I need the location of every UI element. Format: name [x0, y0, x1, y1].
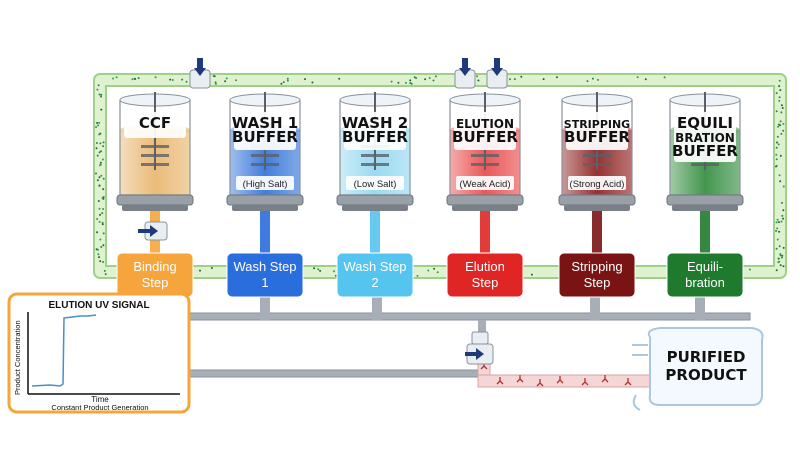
step-label-line: 1 [261, 275, 268, 290]
valve-icon [189, 58, 211, 89]
tank-subtitle: (Weak Acid) [459, 179, 510, 190]
product-line [477, 359, 651, 388]
feed-pipe [592, 211, 602, 255]
step-label-line: Step [142, 275, 169, 290]
tank-title-line: BUFFER [672, 142, 738, 160]
tank-subtitle: (Strong Acid) [570, 179, 625, 190]
chart-title: ELUTION UV SIGNAL [48, 300, 149, 311]
chart-xlabel: Time [91, 395, 109, 404]
feed-pipe [480, 211, 490, 255]
tank-title-line: BUFFER [342, 128, 408, 146]
feed-pipe [370, 211, 380, 255]
valve-icon [486, 58, 508, 89]
chart-ylabel: Product Concentration [13, 320, 22, 395]
step-label-line: Step [472, 275, 499, 290]
tank-title-line: WASH 2 [342, 114, 409, 132]
tank-title-line: STRIPPING [564, 118, 630, 131]
bag-label-line-2: PRODUCT [665, 366, 747, 384]
tank-subtitle: (High Salt) [243, 179, 288, 190]
tank-title-line: BUFFER [232, 128, 298, 146]
step-label-line: Binding [133, 259, 176, 274]
purified-product-bag: PURIFIED PRODUCT [632, 327, 764, 411]
feed-pipe [700, 211, 710, 255]
tank-title-line: BUFFER [564, 128, 630, 146]
step-label-line: Step [584, 275, 611, 290]
step-label-line: Equili- [687, 259, 723, 274]
step-label-line: 2 [371, 275, 378, 290]
step-label-line: bration [685, 275, 725, 290]
elution-uv-chart: ELUTION UV SIGNAL Product Concentration … [7, 292, 191, 414]
feed-pipe [260, 211, 270, 255]
step-label-line: Stripping [571, 259, 622, 274]
step-equilibration: Equili-bration [666, 252, 744, 298]
step-label-line: Wash Step [343, 259, 406, 274]
top-valves [189, 58, 508, 89]
tank-title-line: ELUTION [456, 117, 514, 131]
tank-title-line: BRATION [675, 131, 735, 145]
chart-frame [7, 292, 191, 414]
tank-title-line: WASH 1 [232, 114, 299, 132]
outlet-valve [465, 331, 494, 365]
uv-signal-line [31, 314, 97, 387]
tank-ccf: CCF [116, 92, 194, 211]
step-label-line: Elution [465, 259, 505, 274]
tank-title-line: EQUILI [677, 114, 733, 132]
valve-icon [454, 58, 476, 89]
step-label-line: Wash Step [233, 259, 296, 274]
tank-title-line: CCF [139, 114, 171, 132]
tank-subtitle: (Low Salt) [354, 179, 397, 190]
tank-title-line: BUFFER [452, 128, 518, 146]
chart-caption: Constant Product Generation [51, 403, 148, 412]
feed-valve-icon [138, 221, 168, 241]
bag-label-line-1: PURIFIED [667, 348, 746, 366]
